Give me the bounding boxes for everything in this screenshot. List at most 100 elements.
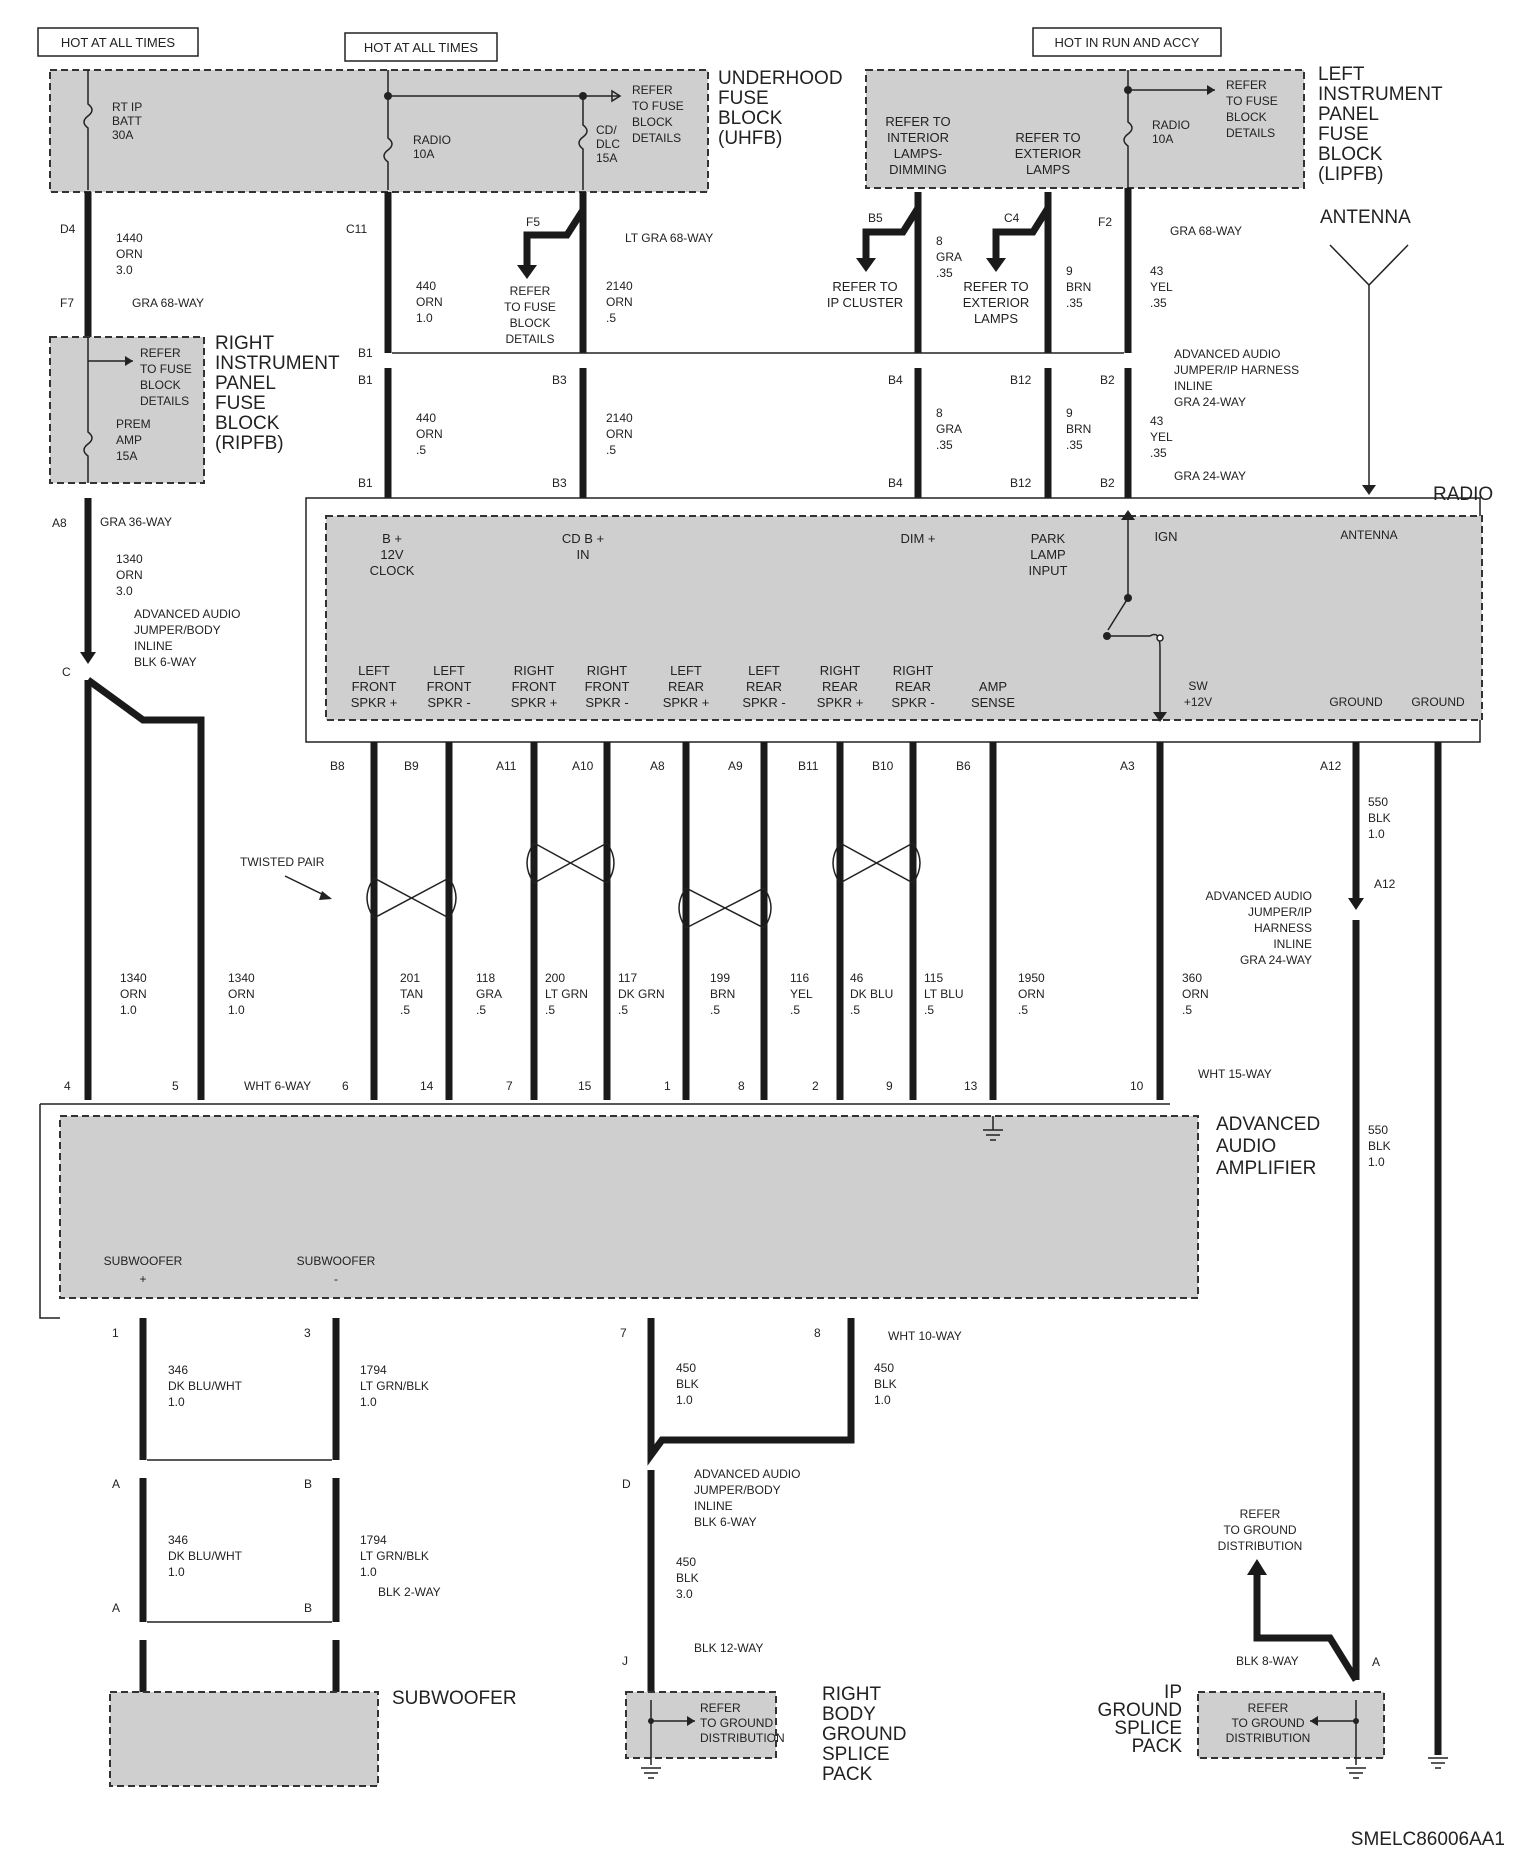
svg-text:10: 10: [1130, 1079, 1144, 1093]
svg-text:1.0: 1.0: [1368, 1155, 1385, 1169]
svg-text:D: D: [622, 1477, 631, 1491]
svg-text:SUBWOOFER: SUBWOOFER: [104, 1254, 183, 1268]
svg-text:A12: A12: [1374, 877, 1396, 891]
ign-switch-icon: SW +12V: [1103, 510, 1212, 722]
svg-text:RIGHT: RIGHT: [822, 1684, 882, 1705]
uhfb-title: UNDERHOOD FUSE BLOCK (UHFB): [718, 68, 843, 149]
svg-text:LT GRA 68-WAY: LT GRA 68-WAY: [625, 231, 713, 245]
svg-text:PACK: PACK: [822, 1764, 873, 1785]
svg-text:REFER TO: REFER TO: [832, 279, 897, 294]
svg-text:8: 8: [936, 234, 943, 248]
svg-text:JUMPER/BODY: JUMPER/BODY: [134, 623, 221, 637]
svg-text:B6: B6: [956, 759, 971, 773]
svg-text:GRA: GRA: [936, 422, 962, 436]
svg-text:B1: B1: [358, 346, 373, 360]
svg-text:.35: .35: [1066, 438, 1083, 452]
svg-text:REAR: REAR: [895, 679, 931, 694]
svg-text:BLOCK: BLOCK: [1226, 110, 1267, 124]
amplifier-title: ADVANCED AUDIO AMPLIFIER: [1216, 1114, 1320, 1179]
svg-text:(RIPFB): (RIPFB): [215, 433, 284, 454]
svg-text:REAR: REAR: [746, 679, 782, 694]
svg-text:115: 115: [924, 971, 943, 985]
svg-text:(UHFB): (UHFB): [718, 128, 782, 149]
svg-text:GRA: GRA: [936, 250, 962, 264]
svg-text:B3: B3: [552, 373, 567, 387]
svg-text:116: 116: [790, 971, 809, 985]
svg-text:450: 450: [874, 1361, 894, 1375]
svg-text:GRA 36-WAY: GRA 36-WAY: [100, 515, 172, 529]
svg-text:346: 346: [168, 1363, 188, 1377]
svg-text:JUMPER/BODY: JUMPER/BODY: [694, 1483, 781, 1497]
svg-text:DIMMING: DIMMING: [889, 162, 947, 177]
diagram-code: SMELC86006AA1: [1351, 1829, 1505, 1850]
fuse-symbol: [383, 70, 393, 190]
radio-box: [325, 515, 1483, 721]
svg-text:FUSE: FUSE: [718, 88, 769, 109]
svg-text:YEL: YEL: [1150, 430, 1173, 444]
ripfb-title: RIGHT INSTRUMENT PANEL FUSE BLOCK (RIPFB…: [215, 333, 340, 454]
svg-text:F5: F5: [526, 215, 540, 229]
svg-text:.5: .5: [606, 443, 616, 457]
svg-text:FRONT: FRONT: [427, 679, 472, 694]
svg-text:INSTRUMENT: INSTRUMENT: [1318, 84, 1443, 105]
svg-text:1.0: 1.0: [360, 1565, 377, 1579]
svg-text:2: 2: [812, 1079, 819, 1093]
svg-text:.5: .5: [416, 443, 426, 457]
svg-text:440: 440: [416, 279, 436, 293]
lipfb-refer: REFER TO FUSE BLOCK DETAILS: [1226, 78, 1278, 140]
svg-text:15: 15: [578, 1079, 592, 1093]
svg-text:ORN: ORN: [116, 247, 143, 261]
svg-text:450: 450: [676, 1555, 696, 1569]
svg-text:200: 200: [545, 971, 565, 985]
svg-text:REFER: REFER: [140, 346, 181, 360]
svg-text:BLK: BLK: [676, 1571, 699, 1585]
svg-text:.5: .5: [790, 1003, 800, 1017]
svg-text:.5: .5: [710, 1003, 720, 1017]
svg-text:B: B: [304, 1477, 312, 1491]
svg-text:BLK 6-WAY: BLK 6-WAY: [134, 655, 197, 669]
twisted-pair-label: TWISTED PAIR: [240, 855, 332, 900]
subwoofer-title: SUBWOOFER: [392, 1688, 517, 1709]
svg-text:TO GROUND: TO GROUND: [1223, 1523, 1296, 1537]
amp-ground-wires: 7 8 WHT 10-WAY 450 BLK 1.0 450 BLK 1.0 D…: [620, 1318, 962, 1695]
svg-text:1340: 1340: [228, 971, 255, 985]
wire-c4: C4 9 BRN .35 REFER TO EXTERIOR LAMPS: [963, 192, 1091, 353]
svg-text:FUSE: FUSE: [215, 393, 266, 414]
svg-text:.5: .5: [850, 1003, 860, 1017]
svg-text:B12: B12: [1010, 373, 1032, 387]
splice-dot: [384, 92, 392, 100]
svg-text:.35: .35: [1150, 446, 1167, 460]
svg-text:GRA 24-WAY: GRA 24-WAY: [1174, 395, 1246, 409]
ipgsp-refer: REFER TO GROUND DISTRIBUTION: [1226, 1700, 1366, 1779]
svg-text:JUMPER/IP: JUMPER/IP: [1248, 905, 1312, 919]
svg-text:BLOCK: BLOCK: [215, 413, 280, 434]
svg-text:.35: .35: [1150, 296, 1167, 310]
svg-text:1340: 1340: [120, 971, 147, 985]
svg-text:JUMPER/IP HARNESS: JUMPER/IP HARNESS: [1174, 363, 1299, 377]
svg-text:3.0: 3.0: [676, 1587, 693, 1601]
svg-text:REFER TO: REFER TO: [963, 279, 1028, 294]
svg-text:PACK: PACK: [1132, 1736, 1183, 1757]
svg-text:YEL: YEL: [790, 987, 813, 1001]
svg-text:IP CLUSTER: IP CLUSTER: [827, 295, 903, 310]
svg-text:UNDERHOOD: UNDERHOOD: [718, 68, 843, 89]
svg-text:SPKR +: SPKR +: [663, 695, 710, 710]
svg-text:550: 550: [1368, 795, 1388, 809]
svg-text:RADIO: RADIO: [1152, 118, 1190, 132]
svg-text:ORN: ORN: [416, 295, 443, 309]
svg-text:ORN: ORN: [120, 987, 147, 1001]
svg-text:FRONT: FRONT: [512, 679, 557, 694]
splice-dot: [1124, 86, 1132, 94]
svg-text:ORN: ORN: [116, 568, 143, 582]
svg-text:LAMPS-: LAMPS-: [894, 146, 942, 161]
hot-label-mid: HOT AT ALL TIMES: [344, 32, 498, 62]
svg-text:PANEL: PANEL: [1318, 104, 1379, 125]
svg-text:DETAILS: DETAILS: [1226, 126, 1275, 140]
svg-text:INLINE: INLINE: [1174, 379, 1213, 393]
radio-bottom-pin-labels: LEFT FRONT SPKR + LEFT FRONT SPKR - RIGH…: [351, 663, 1465, 710]
svg-text:TAN: TAN: [400, 987, 423, 1001]
svg-text:ADVANCED AUDIO: ADVANCED AUDIO: [134, 607, 240, 621]
svg-text:BRN: BRN: [1066, 422, 1091, 436]
svg-text:5: 5: [172, 1079, 179, 1093]
svg-text:DETAILS: DETAILS: [140, 394, 189, 408]
